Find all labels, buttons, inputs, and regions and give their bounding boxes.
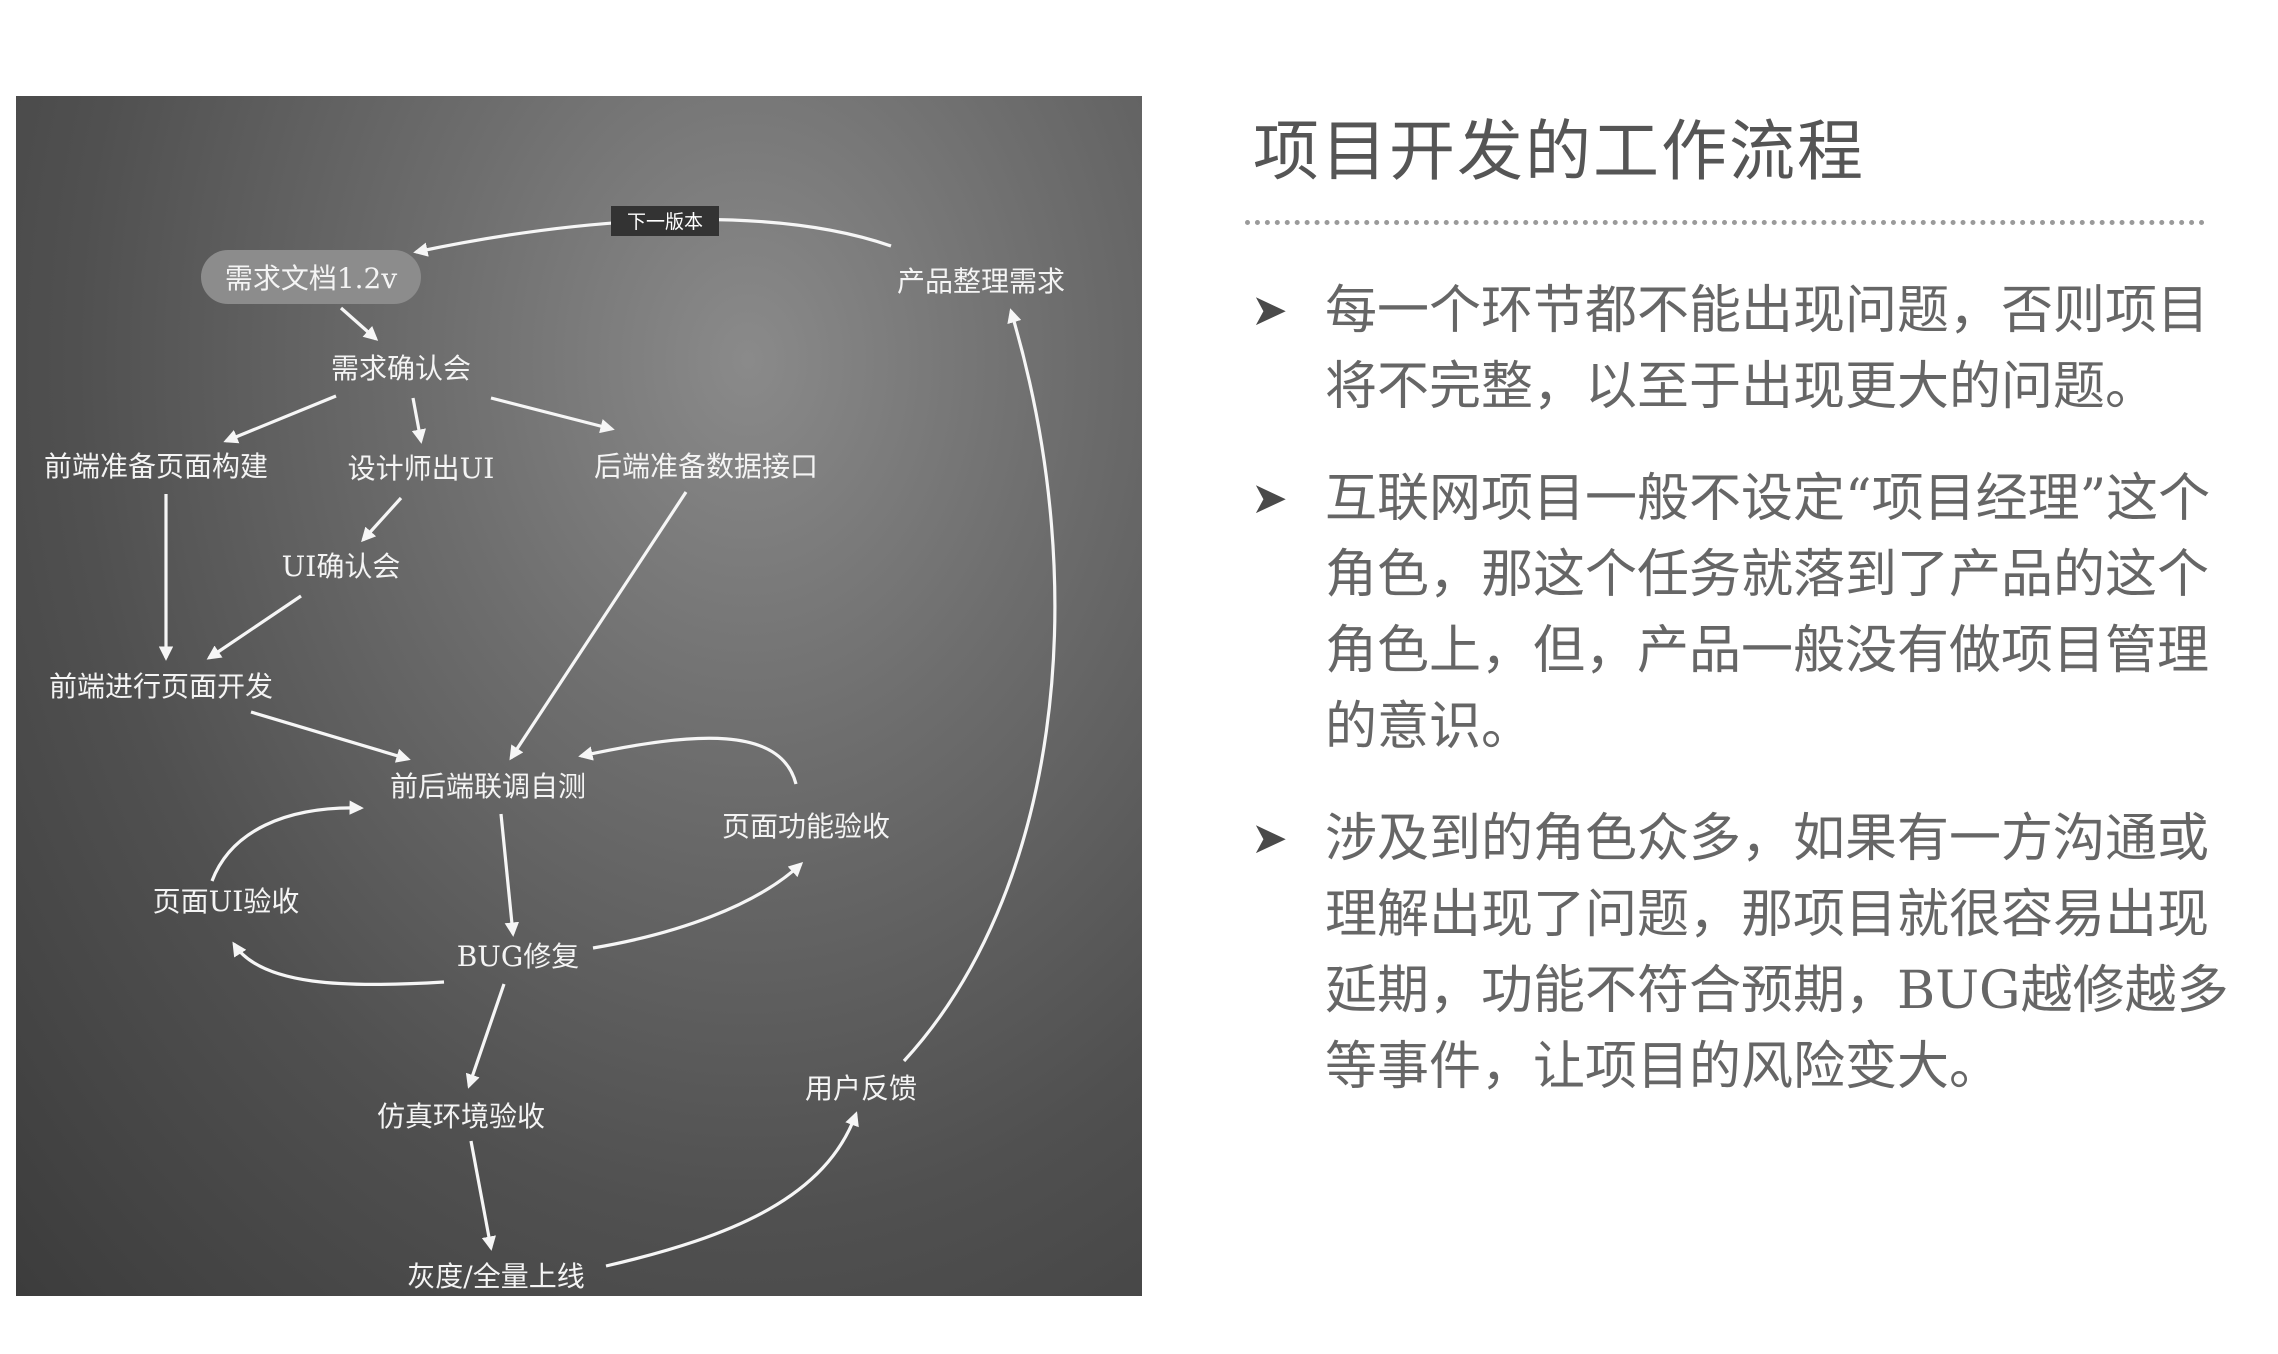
bullet-text: 涉及到的角色众多，如果有一方沟通或理解出现了问题，那项目就很容易出现延期，功能不… [1325,809,2229,1097]
loop-tag-label: 下一版本 [627,211,703,233]
arrowhead-bullet-icon: ➤ [1251,285,1288,336]
edge-develop-to-integration [250,710,411,763]
node-product-requirements: 产品整理需求 [897,265,1065,298]
bullet-text: 互联网项目一般不设定“项目经理”这个角色，那这个任务就落到了产品的这个角色上，但… [1325,469,2211,757]
node-release: 灰度/全量上线 [407,1260,584,1293]
arrowhead-bullet-icon: ➤ [1251,473,1288,524]
edge-review-to-frontend [223,394,337,444]
node-ui-review: UI确认会 [282,550,401,583]
edge-function-check-to-integration [578,736,798,785]
edge-staging-to-release [469,1140,496,1251]
edge-bug-fix-to-staging [465,983,506,1089]
workflow-diagram: 下一版本 需求文档1.2v 产品整理需求 需求确认会 前端准备页面构建 设计师出… [16,96,1142,1296]
node-requirement-doc: 需求文档1.2v [225,262,398,295]
bullet-text: 每一个环节都不能出现问题，否则项目将不完整，以至于出现更大的问题。 [1325,281,2210,417]
workflow-diagram-svg: 下一版本 需求文档1.2v 产品整理需求 需求确认会 前端准备页面构建 设计师出… [44,206,1065,1293]
node-page-function-check: 页面功能验收 [722,810,890,843]
edge-review-to-backend [490,396,615,434]
bullet-item: ➤ 互联网项目一般不设定“项目经理”这个角色，那这个任务就落到了产品的这个角色上… [1245,461,2245,765]
edge-feedback-to-product [902,308,1057,1063]
edge-ui-check-to-integration [210,800,364,882]
page-title: 项目开发的工作流程 [1253,113,1865,190]
edge-integration-to-bug-fix [499,813,520,937]
edge-release-to-feedback [605,1111,859,1268]
node-requirement-review: 需求确认会 [331,352,471,385]
arrowhead-bullet-icon: ➤ [1251,813,1288,864]
bullet-item: ➤ 涉及到的角色众多，如果有一方沟通或理解出现了问题，那项目就很容易出现延期，功… [1245,801,2245,1105]
edge-designer-to-ui-review [361,496,403,543]
bullet-list: ➤ 每一个环节都不能出现问题，否则项目将不完整，以至于出现更大的问题。 ➤ 互联… [1245,273,2245,1105]
node-integration-test: 前后端联调自测 [390,770,586,803]
edge-bug-fix-to-ui-check [232,941,445,987]
node-user-feedback: 用户反馈 [805,1072,917,1105]
node-backend-prepare: 后端准备数据接口 [594,450,818,483]
edge-bug-fix-to-function-check [592,862,804,950]
node-staging-check: 仿真环境验收 [377,1100,545,1133]
edge-backend-to-integration [509,491,688,761]
text-panel: 项目开发的工作流程 ➤ 每一个环节都不能出现问题，否则项目将不完整，以至于出现更… [1245,100,2245,1141]
edge-ui-review-to-develop [206,594,302,660]
node-page-ui-check: 页面UI验收 [153,885,300,918]
bullet-item: ➤ 每一个环节都不能出现问题，否则项目将不完整，以至于出现更大的问题。 [1245,273,2245,425]
requirement-doc-pill [201,250,421,304]
node-frontend-develop: 前端进行页面开发 [49,670,273,703]
title-divider [1245,220,2205,225]
node-frontend-prepare: 前端准备页面构建 [44,450,268,483]
node-designer-ui: 设计师出UI [348,452,495,485]
node-bug-fix: BUG修复 [457,940,580,973]
loop-tag-box [611,206,719,236]
edge-review-to-designer [411,397,426,444]
edge-doc-to-review [339,306,379,341]
